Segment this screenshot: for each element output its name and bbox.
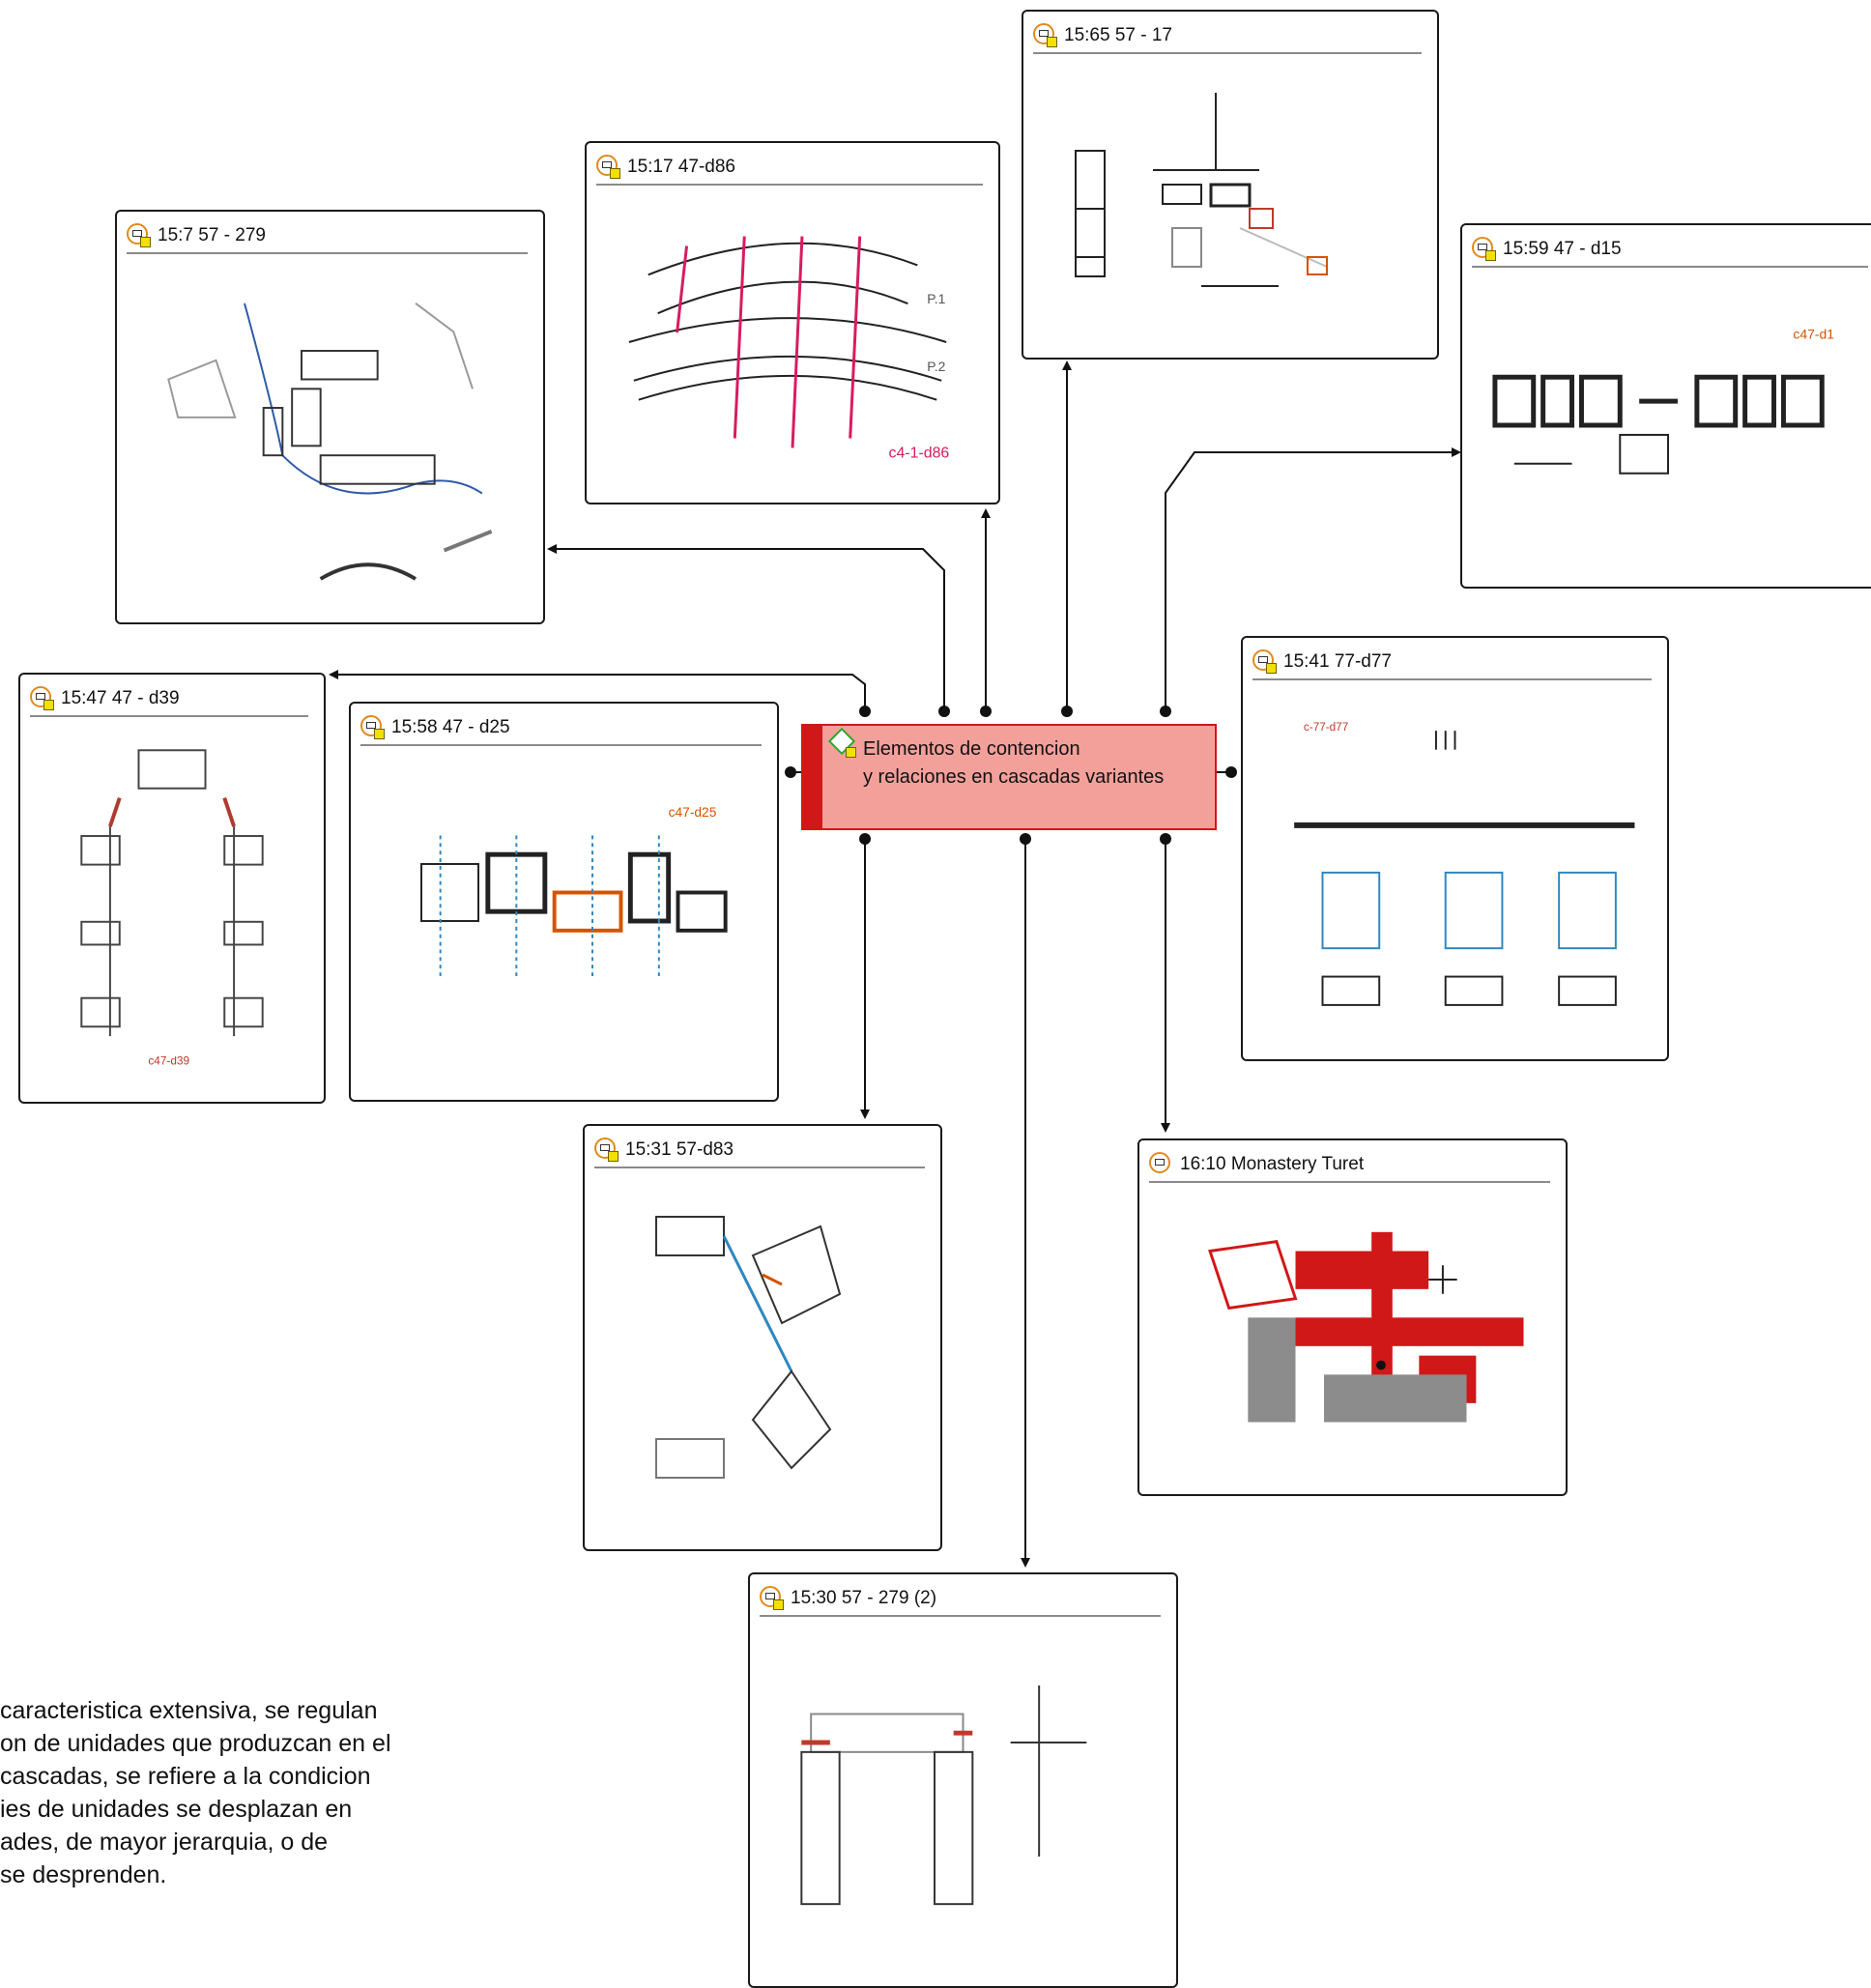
document-title: 15:17 47-d86 <box>627 157 735 177</box>
document-memo-icon <box>1472 237 1497 262</box>
document-title: 15:65 57 - 17 <box>1064 25 1172 45</box>
document-node-header: 15:7 57 - 279 <box>127 219 528 254</box>
sketch-image <box>763 1627 1163 1973</box>
document-node-header: 15:59 47 - d15 <box>1472 233 1868 268</box>
document-node-15-59[interactable]: 15:59 47 - d15 c47-d1 <box>1460 223 1871 589</box>
document-title: 15:30 57 - 279 (2) <box>791 1588 937 1608</box>
sketch-image: P.1 P.2 c4-1-d86 <box>600 195 985 489</box>
code-node-elementos-de-contencion[interactable]: Elementos de contencion y relaciones en … <box>801 724 1217 830</box>
document-node-header: 15:65 57 - 17 <box>1033 19 1422 54</box>
document-title: 15:41 77-d77 <box>1283 651 1392 672</box>
document-node-15-47[interactable]: 15:47 47 - d39 c47-d39 <box>18 673 326 1104</box>
sketch-label: c47-d1 <box>1793 326 1834 341</box>
sketch-image: c-77-d77 <box>1256 690 1654 1046</box>
document-memo-icon <box>760 1586 785 1611</box>
document-icon <box>1149 1152 1174 1177</box>
sketch-image: c47-d39 <box>34 727 310 1088</box>
document-title: 15:59 47 - d15 <box>1503 239 1622 259</box>
document-node-header: 15:58 47 - d25 <box>360 711 762 746</box>
document-title: 15:31 57-d83 <box>625 1139 734 1160</box>
sketch-label: P.2 <box>927 359 945 374</box>
code-color-bar <box>803 726 822 828</box>
document-memo-icon <box>360 715 386 740</box>
sketch-label: c47-d25 <box>669 805 717 820</box>
document-memo-icon <box>594 1138 619 1163</box>
code-title: Elementos de contencion y relaciones en … <box>863 738 1165 788</box>
document-title: 15:58 47 - d25 <box>391 717 510 737</box>
document-memo-icon <box>1252 649 1278 675</box>
sketch-image <box>130 264 530 609</box>
document-node-15-7[interactable]: 15:7 57 - 279 <box>115 210 545 624</box>
document-memo-icon <box>30 686 55 711</box>
document-node-15-17[interactable]: 15:17 47-d86 P.1 P.2 c4-1-d86 <box>585 141 1000 504</box>
document-memo-icon <box>127 223 152 248</box>
document-memo-icon <box>1033 23 1058 48</box>
document-node-header: 15:17 47-d86 <box>596 151 983 186</box>
sketch-image <box>1037 64 1424 344</box>
document-node-header: 15:41 77-d77 <box>1252 646 1652 680</box>
sketch-label: P.1 <box>927 291 945 306</box>
document-node-16-10[interactable]: 16:10 Monastery Turet <box>1137 1138 1568 1496</box>
document-node-15-41[interactable]: 15:41 77-d77 c-77-d77 <box>1241 636 1669 1061</box>
document-node-header: 15:31 57-d83 <box>594 1134 925 1168</box>
document-node-15-65[interactable]: 15:65 57 - 17 <box>1022 10 1439 360</box>
document-node-15-58[interactable]: 15:58 47 - d25 c47-d25 <box>349 702 779 1102</box>
document-node-header: 15:47 47 - d39 <box>30 682 308 717</box>
document-title: 16:10 Monastery Turet <box>1180 1154 1365 1174</box>
sketch-image <box>598 1178 927 1536</box>
document-node-15-30[interactable]: 15:30 57 - 279 (2) <box>748 1572 1178 1988</box>
document-node-15-31[interactable]: 15:31 57-d83 <box>583 1124 942 1551</box>
document-memo-icon <box>596 155 621 180</box>
sketch-image: c47-d25 <box>364 756 763 1086</box>
sketch-image: c47-d1 <box>1476 277 1870 573</box>
sketch-image <box>1153 1193 1552 1481</box>
memo-text: caracteristica extensiva, se regulan on … <box>0 1697 391 1888</box>
memo-flag-icon <box>846 747 856 758</box>
sketch-label: c47-d39 <box>148 1054 189 1068</box>
document-node-header: 16:10 Monastery Turet <box>1149 1148 1550 1183</box>
document-title: 15:7 57 - 279 <box>158 225 266 245</box>
sketch-label: c4-1-d86 <box>889 445 950 461</box>
document-title: 15:47 47 - d39 <box>61 688 180 708</box>
document-node-header: 15:30 57 - 279 (2) <box>760 1582 1161 1617</box>
sketch-label: c-77-d77 <box>1304 721 1348 734</box>
link-15-7 <box>547 544 945 710</box>
